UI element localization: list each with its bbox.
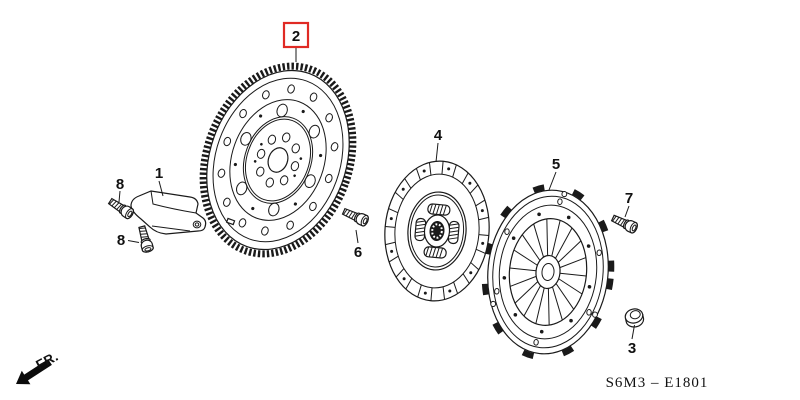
crank-bore bbox=[267, 147, 289, 173]
callout-label-8-upper[interactable]: 8 bbox=[116, 176, 124, 193]
pressure-plate-lugs bbox=[481, 183, 615, 361]
callout-label-2[interactable]: 2 bbox=[292, 28, 300, 45]
mounting-tab-hole bbox=[561, 190, 568, 198]
bracket-drawing bbox=[130, 190, 207, 235]
callout-label-3[interactable]: 3 bbox=[628, 340, 636, 357]
mounting-tab-hole bbox=[592, 311, 598, 318]
diaphragm-fingers bbox=[509, 218, 587, 326]
callout-label-5[interactable]: 5 bbox=[552, 156, 560, 173]
callout-label-8-lower[interactable]: 8 bbox=[117, 232, 125, 249]
mounting-tab-hole bbox=[490, 300, 497, 308]
friction-segments bbox=[385, 161, 489, 301]
callout-label-7[interactable]: 7 bbox=[625, 190, 633, 207]
callout-label-4[interactable]: 4 bbox=[434, 127, 443, 144]
highlight-box[interactable] bbox=[282, 21, 310, 49]
pressure-plate-drawing bbox=[481, 183, 615, 361]
hub-bolt-holes bbox=[253, 132, 303, 188]
callout-label-1[interactable]: 1 bbox=[155, 165, 163, 182]
mid-oval-holes bbox=[233, 103, 323, 217]
clutch-disc-drawing bbox=[384, 160, 490, 302]
callouts: 1 2 3 4 5 6 7 8 8 bbox=[116, 21, 636, 357]
damper-springs bbox=[414, 203, 460, 259]
balance-mark bbox=[225, 217, 236, 226]
diagram-code: S6M3 – E1801 bbox=[606, 375, 709, 391]
fr-arrow-icon bbox=[16, 359, 52, 385]
flywheel-drawing bbox=[199, 62, 357, 258]
rim-bolt-holes bbox=[217, 84, 339, 236]
bushing-drawing bbox=[624, 308, 645, 328]
callout-label-6[interactable]: 6 bbox=[354, 244, 362, 261]
callout-2-highlighted[interactable]: 2 bbox=[282, 21, 310, 62]
